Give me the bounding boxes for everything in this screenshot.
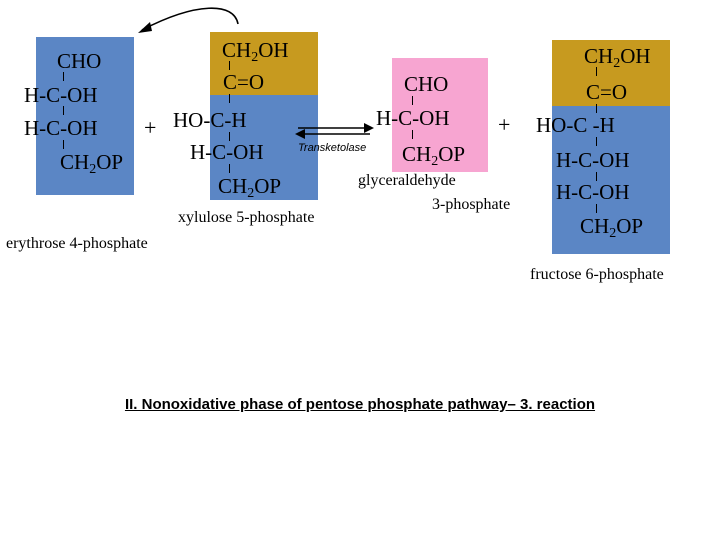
glyceraldehyde-name-2: 3-phosphate [432,196,511,213]
bond [229,94,230,103]
fructose-hcoh-2: H-C-OH [556,180,630,204]
plus-sign: + [144,115,157,140]
xylulose-ch2op: CH2OP [218,174,282,201]
glyceraldehyde-box [392,58,488,172]
bond [229,164,230,173]
bond [63,140,64,149]
erythrose-cho: CHO [57,49,102,73]
xylulose-hcoh: H-C-OH [190,140,264,164]
glyceraldehyde-name-1: glyceraldehyde [358,172,456,189]
reverse-arrowhead [295,129,305,139]
bond [596,204,597,213]
fructose-name: fructose 6-phosphate [530,266,664,283]
xylulose-blue-box [210,95,318,200]
glyceraldehyde-cho: CHO [404,72,449,96]
fructose-hoch: HO-C -H [536,113,615,137]
forward-arrowhead [364,123,374,133]
fructose-co: C=O [586,80,628,104]
bond [412,96,413,105]
slide-title: II. Nonoxidative phase of pentose phosph… [124,396,596,413]
bond [229,132,230,141]
erythrose-hcoh-2: H-C-OH [24,116,98,140]
plus-sign: + [498,112,511,137]
xylulose-gold-box [210,32,318,95]
enzyme-label: Transketolase [298,142,367,154]
fructose-gold-box [552,40,670,106]
xylulose-hoch: HO-C-H [173,108,247,132]
glyceraldehyde-hcoh: H-C-OH [376,106,450,130]
xylulose-co: C=O [223,70,265,94]
bond [63,106,64,115]
fructose-ch2op: CH2OP [580,214,644,241]
bond [596,104,597,113]
erythrose-name: erythrose 4-phosphate [6,235,148,252]
erythrose-hcoh-1: H-C-OH [24,83,98,107]
bond [63,72,64,81]
curved-arrowhead [138,22,152,33]
fructose-hcoh-1: H-C-OH [556,148,630,172]
curved-arrow [141,7,239,31]
glyceraldehyde-ch2op: CH2OP [402,142,466,169]
bond [412,130,413,139]
erythrose-box [36,37,134,195]
xylulose-ch2oh: CH2OH [222,38,289,65]
erythrose-ch2op: CH2OP [60,150,124,177]
fructose-blue-box [552,106,670,254]
bond [596,67,597,76]
bond [596,137,597,146]
fructose-ch2oh: CH2OH [584,44,651,71]
bond [229,61,230,70]
bond [596,172,597,181]
xylulose-name: xylulose 5-phosphate [178,209,315,226]
